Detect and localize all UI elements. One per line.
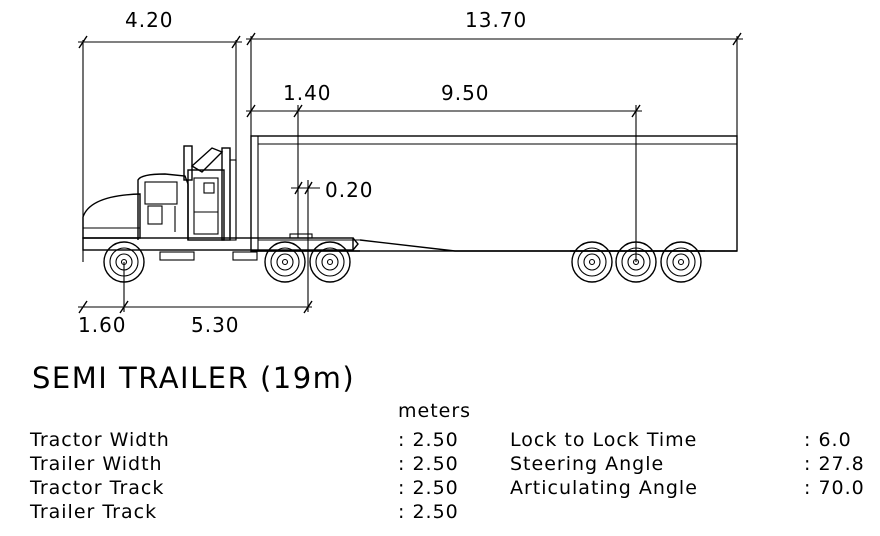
spec-label: Trailer Width [29, 453, 163, 475]
spec-value: : 2.50 [398, 429, 459, 451]
spec-label: Tractor Track [29, 477, 164, 499]
wheel [264, 241, 306, 283]
spec-value: : 2.50 [398, 453, 459, 475]
dimension-bottom: 1.60 5.30 [78, 262, 313, 337]
spec-label: Trailer Track [29, 501, 157, 523]
wheel [309, 241, 351, 283]
units-label: meters [398, 400, 471, 422]
wheel [103, 241, 145, 283]
spec-label: Articulating Angle [510, 477, 698, 499]
front-overhang-label: 1.60 [78, 313, 127, 337]
trailer-wheelbase-label: 9.50 [441, 81, 490, 105]
tractor-cab [82, 145, 359, 261]
dimension-kingpin-to-rear: 0.20 [291, 178, 374, 312]
spec-value: : 27.8 [804, 453, 865, 475]
wheel [615, 241, 657, 283]
drawing-title: SEMI TRAILER (19m) [32, 361, 355, 395]
trailer-length-label: 13.70 [465, 8, 527, 32]
spec-label: Lock to Lock Time [510, 429, 697, 451]
spec-value: : 70.0 [804, 477, 865, 499]
kingpin-to-rear-label: 0.20 [325, 178, 374, 202]
dimension-trailer-length: 13.70 [246, 8, 743, 136]
tractor-length-label: 4.20 [125, 8, 174, 32]
spec-value: : 6.0 [804, 429, 852, 451]
wheels [103, 241, 702, 283]
dimension-kingpin-offset: 1.40 9.50 [246, 81, 642, 262]
spec-label: Tractor Width [29, 429, 170, 451]
kingpin-offset-label: 1.40 [283, 81, 332, 105]
trailer-body [250, 135, 738, 252]
wheel [571, 241, 613, 283]
spec-value: : 2.50 [398, 477, 459, 499]
spec-table-left: Tractor Width : 2.50 Trailer Width : 2.5… [29, 429, 459, 523]
spec-table-right: Lock to Lock Time : 6.0 Steering Angle :… [510, 429, 865, 499]
spec-value: : 2.50 [398, 501, 459, 523]
wheel [660, 241, 702, 283]
tractor-wheelbase-label: 5.30 [191, 313, 240, 337]
spec-label: Steering Angle [510, 453, 664, 475]
